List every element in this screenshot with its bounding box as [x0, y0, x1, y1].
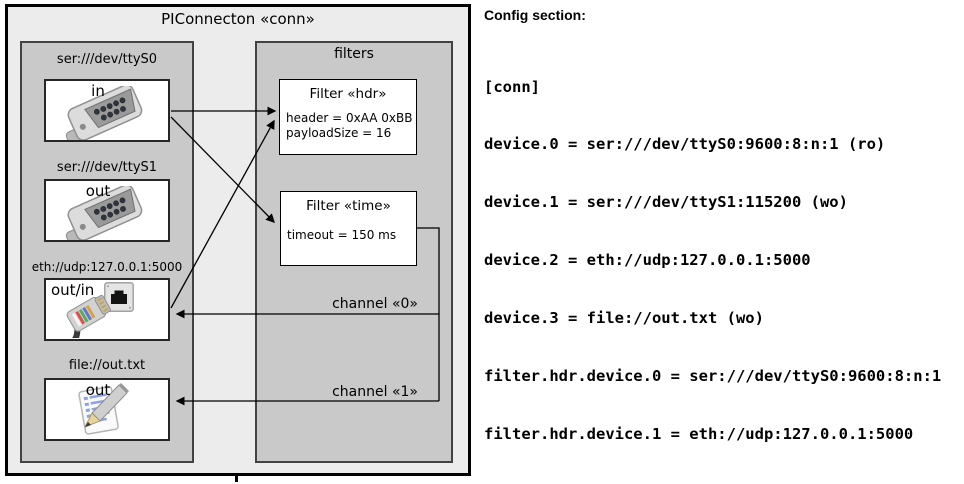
diagram-anchor-tick	[235, 474, 238, 482]
device-mode-label-2: out/in	[51, 281, 95, 299]
config-lines: [conn] device.0 = ser:///dev/ttyS0:9600:…	[484, 39, 951, 484]
config-line: [conn]	[484, 77, 540, 96]
devices-panel: ser:///dev/ttyS0 in ser	[20, 41, 194, 463]
ethernet-jack-icon	[104, 282, 134, 312]
config-line: device.2 = eth://udp:127.0.0.1:5000	[484, 251, 811, 270]
piconnecton-diagram: PIConnecton «conn» ser:///dev/ttyS0 in	[5, 4, 471, 476]
channel-1-label: channel «1»	[332, 384, 418, 400]
device-mode-label-1: out	[85, 182, 111, 200]
config-line: device.1 = ser:///dev/ttyS1:115200 (wo)	[484, 193, 848, 212]
filters-panel: filters Filter «hdr» header = 0xAA 0xBB …	[255, 41, 453, 463]
serial-connector-icon	[65, 186, 143, 240]
device-mode-label-3: out	[85, 381, 111, 399]
ethernet-plug-icon	[65, 294, 111, 338]
filter-time-prop-timeout: timeout = 150 ms	[287, 228, 397, 242]
config-line: filter.hdr.splitMode = header	[484, 483, 951, 484]
device-box-eth: out/in	[44, 278, 170, 341]
device-uri-label-2: eth://udp:127.0.0.1:5000	[31, 260, 183, 274]
diagram-title: PIConnecton «conn»	[161, 10, 315, 28]
device-box-file: out	[44, 378, 170, 441]
filter-hdr-prop-header: header = 0xAA 0xBB	[286, 111, 413, 125]
pencil-icon	[84, 383, 129, 428]
channel-0-label: channel «0»	[332, 296, 418, 312]
config-line: filter.hdr.device.0 = ser:///dev/ttyS0:9…	[484, 367, 942, 386]
device-uri-label-1: ser:///dev/ttyS1	[56, 160, 158, 175]
device-box-ttys1: out	[44, 179, 170, 242]
device-uri-label-3: file://out.txt	[68, 358, 146, 373]
filter-time-box: Filter «time» timeout = 150 ms	[280, 191, 417, 266]
config-heading: Config section:	[484, 7, 586, 23]
notepad-icon	[78, 383, 129, 435]
config-line: device.0 = ser:///dev/ttyS0:9600:8:n:1 (…	[484, 135, 886, 154]
config-line: filter.hdr.device.1 = eth://udp:127.0.0.…	[484, 424, 914, 443]
device-uri-label-0: ser:///dev/ttyS0	[56, 52, 158, 67]
serial-connector-icon	[65, 86, 143, 140]
config-line: device.3 = file://out.txt (wo)	[484, 309, 764, 328]
filter-hdr-box: Filter «hdr» header = 0xAA 0xBB payloadS…	[279, 79, 417, 155]
filter-hdr-title: Filter «hdr»	[309, 86, 387, 102]
filters-panel-title: filters	[334, 46, 374, 62]
device-mode-label-0: in	[91, 82, 105, 100]
device-box-ttys0: in	[44, 79, 170, 142]
filter-hdr-prop-payloadsize: payloadSize = 16	[286, 126, 392, 140]
filter-time-title: Filter «time»	[306, 198, 391, 214]
